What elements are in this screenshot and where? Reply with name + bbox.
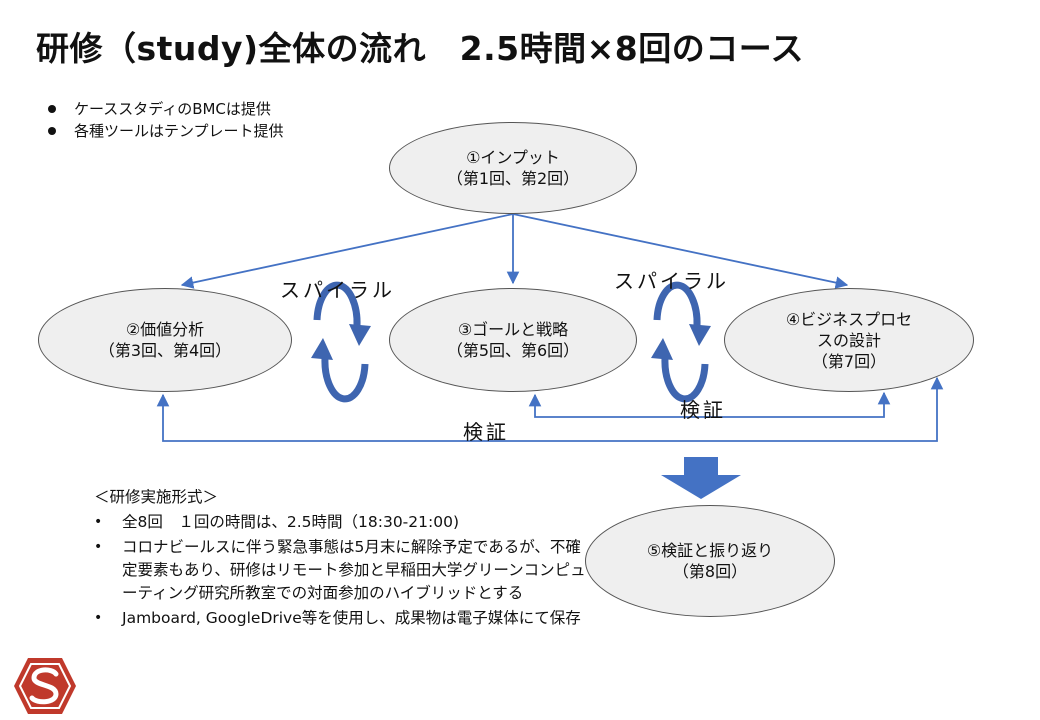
format-item: 全8回 １回の時間は、2.5時間（18:30-21:00) <box>94 511 594 534</box>
spiral-label: スパイラル <box>280 278 395 302</box>
feedback-loop-inner <box>528 391 891 418</box>
node-sessions: （第1回、第2回） <box>446 169 580 188</box>
format-list: 全8回 １回の時間は、2.5時間（18:30-21:00) コロナビールスに伴う… <box>94 511 594 630</box>
node-input: ①インプット （第1回、第2回） <box>389 122 637 214</box>
feedback-loop-outer <box>156 376 944 442</box>
page-title: 研修（study)全体の流れ 2.5時間×8回のコース <box>36 29 805 68</box>
verify-label: 検証 <box>463 420 509 444</box>
spiral-label: スパイラル <box>614 269 729 293</box>
node-sessions: （第7回） <box>811 351 887 371</box>
node-label: ①インプット <box>466 148 560 167</box>
node-label: ⑤検証と振り返り <box>646 541 774 560</box>
format-heading: ＜研修実施形式＞ <box>94 488 219 506</box>
node-sessions: （第5回、第6回） <box>446 341 580 360</box>
node-business-process: ④ビジネスプロセ スの設計 （第7回） <box>724 288 974 392</box>
down-arrow-icon <box>661 457 741 499</box>
cycle-arrow-icon <box>651 281 711 403</box>
node-review: ⑤検証と振り返り （第8回） <box>585 505 835 617</box>
note-item: 各種ツールはテンプレート提供 <box>46 120 284 142</box>
node-label: スの設計 <box>816 330 881 350</box>
node-sessions: （第3回、第4回） <box>98 341 232 360</box>
node-label: ④ビジネスプロセ <box>785 309 913 329</box>
node-sessions: （第8回） <box>672 562 748 581</box>
training-format: ＜研修実施形式＞ 全8回 １回の時間は、2.5時間（18:30-21:00) コ… <box>94 486 594 632</box>
verify-label: 検証 <box>680 398 726 422</box>
notes-list: ケーススタディのBMCは提供 各種ツールはテンプレート提供 <box>46 98 284 142</box>
node-label: ②価値分析 <box>125 320 205 339</box>
format-item: Jamboard, GoogleDrive等を使用し、成果物は電子媒体にて保存 <box>94 607 594 630</box>
node-value-analysis: ②価値分析 （第3回、第4回） <box>38 288 292 392</box>
cycle-arrow-icon <box>311 281 371 403</box>
format-item: コロナビールスに伴う緊急事態は5月末に解除予定であるが、不確定要素もあり、研修は… <box>94 536 594 605</box>
note-item: ケーススタディのBMCは提供 <box>46 98 284 120</box>
node-label: ③ゴールと戦略 <box>457 320 569 339</box>
node-goal-strategy: ③ゴールと戦略 （第5回、第6回） <box>389 288 637 392</box>
arrow-input-to-process <box>512 213 849 289</box>
arrow-input-to-value <box>180 213 514 289</box>
logo-icon <box>14 658 76 714</box>
